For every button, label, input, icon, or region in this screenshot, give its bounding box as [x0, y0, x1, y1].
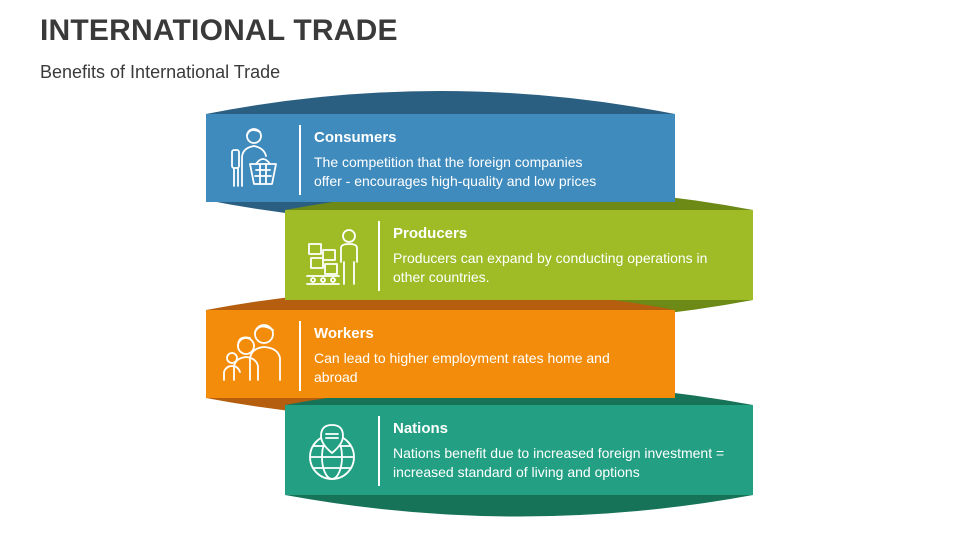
globe-location-icon: [309, 424, 355, 480]
nations-description: Nations benefit due to increased foreign…: [393, 445, 725, 480]
slide-subtitle: Benefits of International Trade: [40, 62, 281, 82]
workers-divider: [299, 321, 301, 391]
producers-heading: Producers: [393, 225, 468, 242]
people-group-icon: [223, 324, 281, 381]
nations-card: Nations Nations benefit due to increased…: [285, 405, 753, 495]
producers-description: Producers can expand by conducting opera…: [393, 250, 708, 285]
workers-heading: Workers: [314, 325, 374, 342]
nations-divider: [378, 416, 380, 486]
consumers-description: The competition that the foreign compani…: [314, 154, 597, 189]
workers-description: Can lead to higher employment rates home…: [314, 350, 610, 385]
consumers-card: Consumers The competition that the forei…: [206, 114, 675, 202]
worker-with-boxes-icon: [306, 229, 358, 285]
producers-divider: [378, 221, 380, 291]
shopper-with-basket-icon: [231, 128, 277, 187]
slide-title: INTERNATIONAL TRADE: [40, 14, 398, 47]
consumers-divider: [299, 125, 301, 195]
workers-card: Workers Can lead to higher employment ra…: [206, 310, 675, 398]
producers-card: Producers Producers can expand by conduc…: [285, 210, 753, 300]
nations-heading: Nations: [393, 420, 449, 437]
consumers-heading: Consumers: [314, 129, 397, 146]
